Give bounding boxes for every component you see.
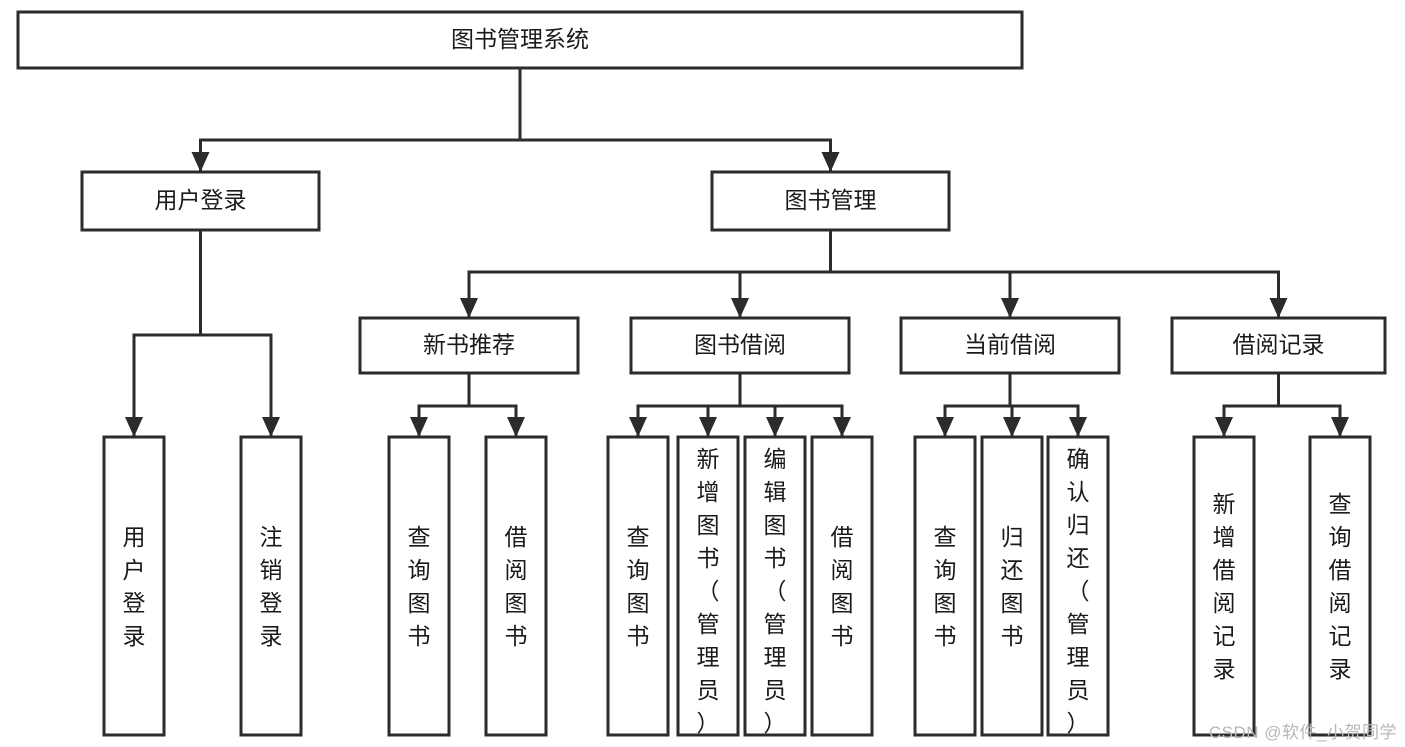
node-leaf-7[interactable]: 借阅图书	[810, 435, 874, 737]
node-leaf-2[interactable]: 查询图书	[387, 435, 451, 737]
arrow-head-icon	[262, 417, 280, 437]
node-leaf-4-box	[606, 435, 670, 737]
connector-layer	[125, 66, 1349, 437]
node-leaf-11-box	[1192, 435, 1256, 737]
node-layer: 图书管理系统用户登录图书管理新书推荐图书借阅当前借阅借阅记录用户登录注销登录查询…	[16, 10, 1387, 737]
arrow-head-icon	[1331, 417, 1349, 437]
arrow-head-icon	[1001, 298, 1019, 318]
node-level3-0-box	[358, 316, 580, 375]
node-leaf-0[interactable]: 用户登录	[102, 435, 166, 737]
node-level2-1-box	[710, 170, 951, 232]
node-level2-0[interactable]: 用户登录	[80, 170, 321, 232]
node-level3-1-box	[629, 316, 851, 375]
arrow-head-icon	[507, 417, 525, 437]
node-leaf-1[interactable]: 注销登录	[239, 435, 303, 737]
node-level3-1[interactable]: 图书借阅	[629, 316, 851, 375]
arrow-head-icon	[1003, 417, 1021, 437]
node-leaf-5[interactable]: 新增图书（管理员）	[676, 435, 740, 737]
node-leaf-8-label: 查询图书	[934, 524, 957, 649]
node-leaf-8-box	[913, 435, 977, 737]
node-level3-0[interactable]: 新书推荐	[358, 316, 580, 375]
node-leaf-6-box	[743, 435, 807, 737]
node-leaf-9-label: 归还图书	[1001, 524, 1024, 649]
node-leaf-3-box	[484, 435, 548, 737]
node-level3-0-label: 新书推荐	[423, 332, 515, 358]
node-leaf-0-box	[102, 435, 166, 737]
node-leaf-12[interactable]: 查询借阅记录	[1308, 435, 1372, 737]
node-leaf-11-label: 新增借阅记录	[1213, 491, 1236, 682]
node-leaf-0-label: 用户登录	[123, 524, 146, 649]
arrow-head-icon	[936, 417, 954, 437]
node-leaf-11[interactable]: 新增借阅记录	[1192, 435, 1256, 737]
arrow-head-icon	[460, 298, 478, 318]
arrow-head-icon	[1269, 298, 1288, 318]
node-leaf-6[interactable]: 编辑图书（管理员）	[743, 435, 807, 737]
node-leaf-1-label: 注销登录	[260, 524, 283, 649]
arrow-head-icon	[833, 417, 851, 437]
node-leaf-8[interactable]: 查询图书	[913, 435, 977, 737]
node-level2-0-label: 用户登录	[155, 187, 247, 213]
node-root[interactable]: 图书管理系统	[16, 10, 1024, 70]
node-leaf-1-box	[239, 435, 303, 737]
node-leaf-3[interactable]: 借阅图书	[484, 435, 548, 737]
node-root-box	[16, 10, 1024, 70]
node-level3-3-label: 借阅记录	[1233, 332, 1325, 358]
node-leaf-12-label: 查询借阅记录	[1329, 491, 1352, 682]
node-leaf-10[interactable]: 确认归还（管理员）	[1046, 435, 1110, 737]
node-leaf-5-label: 新增图书（管理员）	[697, 446, 720, 736]
arrow-head-icon	[629, 417, 647, 437]
node-leaf-2-label: 查询图书	[408, 524, 431, 649]
node-leaf-7-label: 借阅图书	[831, 524, 854, 649]
node-leaf-4-label: 查询图书	[627, 524, 650, 649]
node-level2-1-label: 图书管理	[785, 187, 877, 213]
node-level3-2-box	[899, 316, 1121, 375]
arrow-head-icon	[410, 417, 428, 437]
node-level3-2-label: 当前借阅	[964, 332, 1056, 358]
node-leaf-2-box	[387, 435, 451, 737]
node-leaf-7-box	[810, 435, 874, 737]
arrow-head-icon	[699, 417, 717, 437]
node-leaf-5-box	[676, 435, 740, 737]
node-level2-1[interactable]: 图书管理	[710, 170, 951, 232]
node-leaf-10-label: 确认归还（管理员）	[1067, 446, 1090, 736]
node-level2-0-box	[80, 170, 321, 232]
arrow-head-icon	[191, 152, 210, 172]
watermark-text: CSDN @软件_小贺同学	[1208, 723, 1397, 742]
arrow-head-icon	[731, 298, 749, 318]
node-level3-2[interactable]: 当前借阅	[899, 316, 1121, 375]
node-level3-3[interactable]: 借阅记录	[1170, 316, 1387, 375]
node-level3-1-label: 图书借阅	[694, 332, 786, 358]
arrow-head-icon	[766, 417, 784, 437]
arrow-head-icon	[1215, 417, 1233, 437]
node-level3-3-box	[1170, 316, 1387, 375]
node-leaf-9-box	[980, 435, 1044, 737]
node-root-label: 图书管理系统	[451, 26, 589, 52]
node-leaf-3-label: 借阅图书	[505, 524, 528, 649]
node-leaf-12-box	[1308, 435, 1372, 737]
arrow-head-icon	[125, 417, 143, 437]
node-leaf-6-label: 编辑图书（管理员）	[764, 446, 787, 736]
arrow-head-icon	[1069, 417, 1087, 437]
arrow-head-icon	[821, 152, 840, 172]
node-leaf-10-box	[1046, 435, 1110, 737]
node-leaf-9[interactable]: 归还图书	[980, 435, 1044, 737]
node-leaf-4[interactable]: 查询图书	[606, 435, 670, 737]
